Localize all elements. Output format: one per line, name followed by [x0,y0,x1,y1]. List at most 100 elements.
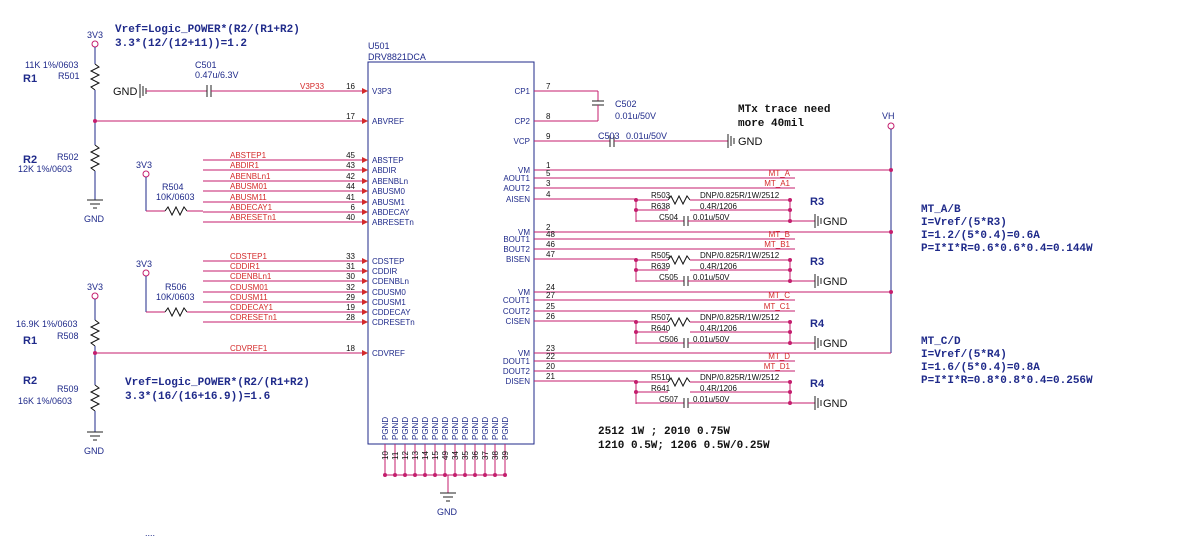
pwr-3v3-top-symbol [91,40,99,48]
sense-ra-ref: R510 [651,373,671,382]
gnd-vcp: GND [738,136,763,148]
net-label: MT_D1 [764,362,791,371]
sense-label: R3 [810,196,824,208]
pin-number: 3 [546,179,551,188]
pin-number: 19 [346,303,355,312]
trace-note-1: MTx trace need [738,104,830,116]
cd-line-2: I=1.6/(5*0.4)=0.8A [921,362,1040,374]
pgnd-pin-name: PGND [401,417,410,440]
pin-number: 43 [346,161,355,170]
pin-name-right: BOUT2 [503,245,530,254]
gnd-pgnd: GND [437,507,458,517]
pin-number: 47 [546,250,555,259]
sense-rb-ref: R638 [651,202,671,211]
sense-cap-ref: C507 [659,395,679,404]
pin-name-right: CISEN [506,317,531,326]
gnd-sense: GND [823,276,848,288]
pgnd-pin-number: 36 [471,451,480,460]
r509-ref: R509 [57,384,79,394]
net-label: V3P33 [300,82,325,91]
pin-name-right: AOUT2 [503,184,530,193]
formula-top-vref: Vref=Logic_POWER*(R2/(R1+R2) [115,24,300,36]
sense-rb-ref: R639 [651,262,671,271]
net-label: ABSTEP1 [230,151,267,160]
pin-name-left: CDENBLn [372,277,409,286]
net-label: MT_C1 [764,302,791,311]
sense-rb-ref: R640 [651,324,671,333]
r508-symbol [89,319,101,347]
pin-name-left: CDUSM0 [372,288,406,297]
r509-value: 16K 1%/0603 [18,396,72,406]
pin-name-right: DOUT2 [503,367,531,376]
pin-name-left: CDVREF [372,349,405,358]
pgnd-pin-name: PGND [381,417,390,440]
ab-line-3: P=I*I*R=0.6*0.6*0.4=0.144W [921,243,1093,255]
pin-name-left: ABDECAY [372,208,410,217]
pin-number: 28 [346,313,355,322]
dots-mark: .... [145,528,155,536]
sense-cap-value: 0.01u/50V [693,273,730,282]
pin-number: 5 [546,169,551,178]
net-label: CDUSM11 [230,293,268,302]
pin-number: 1 [546,161,551,170]
pin-name-left: ABUSM0 [372,187,405,196]
net-label: MT_A [769,169,791,178]
pin-name-right: VM [518,166,530,175]
r501-value: 11K 1%/0603 [25,60,78,70]
pwr-3v3-r506: 3V3 [136,259,152,269]
sense-cap-ref: C506 [659,335,679,344]
r502-symbol [89,144,101,172]
r2-bot-label: R2 [23,375,37,387]
ab-line-1: I=Vref/(5*R3) [921,217,1007,229]
pgnd-pin-number: 35 [461,451,470,460]
net-label: MT_B1 [764,240,790,249]
sense-ra-ref: R507 [651,313,671,322]
pin-number: 7 [546,82,551,91]
pgnd-pin-name: PGND [411,417,420,440]
c503-value: 0.01u/50V [626,131,667,141]
sense-ra-ref: R505 [651,251,671,260]
pgnd-pin-name: PGND [491,417,500,440]
pin-number: 22 [546,352,555,361]
pin-name-right: BOUT1 [503,235,530,244]
pin-number: 41 [346,193,355,202]
sense-ra-ref: R503 [651,191,671,200]
pin-number: 23 [546,344,555,353]
c501-ref: C501 [195,60,217,70]
net-label: MT_D [768,352,790,361]
sense-rb-value: 0.4R/1206 [700,202,737,211]
pgnd-pin-number: 13 [411,451,420,460]
r502-ref: R502 [57,152,79,162]
pgnd-pin-name: PGND [461,417,470,440]
net-label: MT_C [768,291,790,300]
ab-line-2: I=1.2/(5*0.4)=0.6A [921,230,1040,242]
pgnd-pin-name: PGND [441,417,450,440]
pgnd-pin-number: 14 [421,451,430,460]
sense-rb-value: 0.4R/1206 [700,262,737,271]
net-label: CDSTEP1 [230,252,267,261]
pgnd-pin-number: 11 [391,451,400,460]
pin-name-left: ABDIR [372,166,397,175]
trace-note-2: more 40mil [738,118,804,130]
pin-name-right: DISEN [506,377,531,386]
pin-name-left: CDDECAY [372,308,411,317]
r2-top-label: R2 [23,154,37,166]
pin-name-left: CDDIR [372,267,398,276]
gnd-sense: GND [823,398,848,410]
sense-rb-value: 0.4R/1206 [700,324,737,333]
chip-body [367,61,535,445]
net-label: CDENBLn1 [230,272,272,281]
c502-ref: C502 [615,99,637,109]
pin-name-left: CDRESETn [372,318,415,327]
r504-value: 10K/0603 [156,192,195,202]
net-label: ABUSM11 [230,193,267,202]
pin-name-left: CDUSM1 [372,298,406,307]
pin-number: 40 [346,213,355,222]
power-note-2: 1210 0.5W; 1206 0.5W/0.25W [598,440,770,452]
pin-name-right: VM [518,349,530,358]
r508-value: 16.9K 1%/0603 [16,319,78,329]
r506-value: 10K/0603 [156,292,195,302]
sense-ra-value: DNP/0.825R/1W/2512 [700,191,780,200]
chip-part: DRV8821DCA [368,52,426,62]
